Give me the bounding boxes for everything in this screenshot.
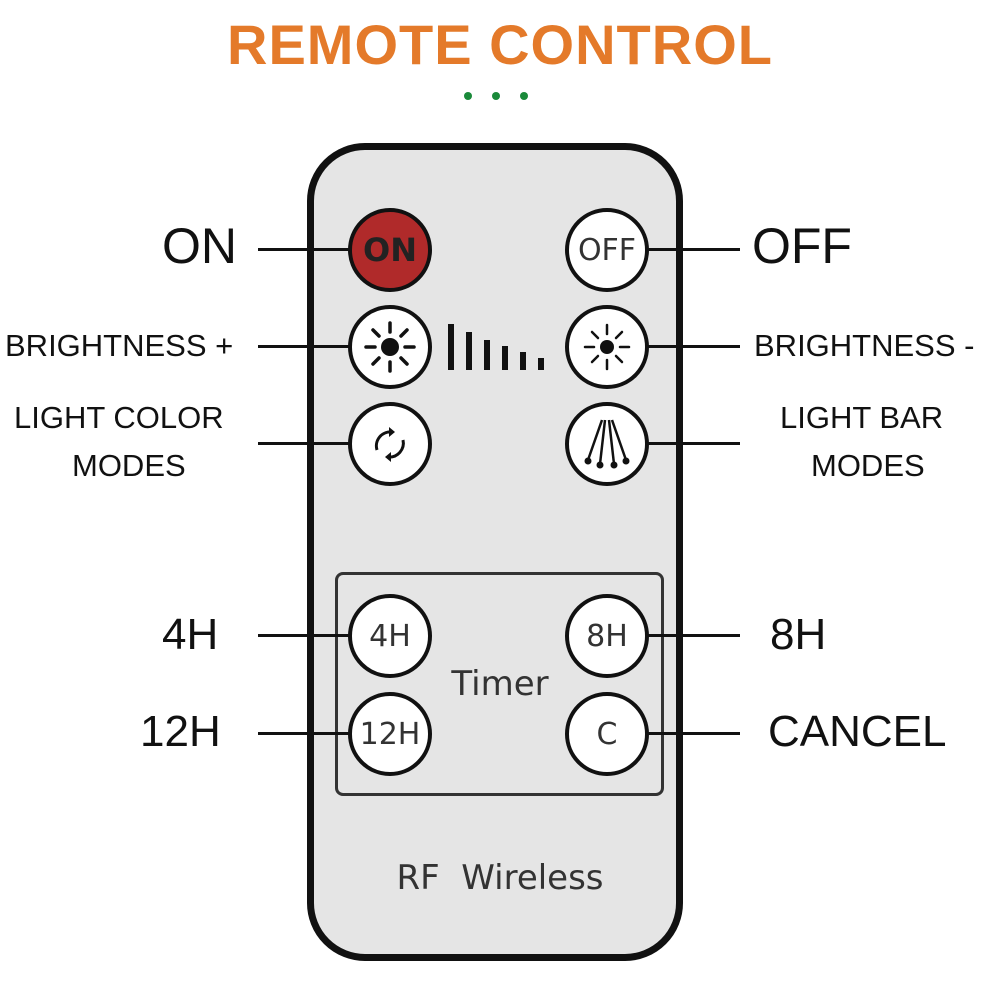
light-bar-label-line1: LIGHT BAR [780,400,944,435]
leader-line [648,634,740,637]
leader-line [648,248,740,251]
leader-line [258,442,350,445]
sun-bold-icon [364,321,416,373]
4h-label: 4H [162,610,219,659]
timer-12h-button[interactable]: 12H [348,692,432,776]
light-bar-modes-button[interactable] [565,402,649,486]
12h-label: 12H [140,707,221,756]
off-button[interactable]: OFF [565,208,649,292]
timer-label: Timer [451,664,549,704]
sun-light-icon [583,323,631,371]
brightness-up-button[interactable] [348,305,432,389]
timer-8h-button[interactable]: 8H [565,594,649,678]
decorative-dots [464,92,536,102]
leader-line [648,345,740,348]
timer-panel [335,572,664,796]
brightness-up-label: BRIGHTNESS + [5,328,234,363]
timer-4h-button[interactable]: 4H [348,594,432,678]
on-button[interactable]: ON [348,208,432,292]
dot [492,92,500,100]
dot [520,92,528,100]
leader-line [258,634,350,637]
brightness-down-button[interactable] [565,305,649,389]
brightness-down-label: BRIGHTNESS - [754,328,975,363]
cycle-arrows-icon [374,427,405,462]
leader-line [648,732,740,735]
light-color-label-line2: MODES [72,448,186,483]
leader-line [258,732,350,735]
on-label: ON [162,218,237,274]
dot [464,92,472,100]
rf-wireless-label: RF Wireless [396,858,604,898]
cancel-label: CANCEL [768,707,947,756]
8h-label: 8H [770,610,827,659]
light-color-modes-button[interactable] [348,402,432,486]
cancel-button[interactable]: C [565,692,649,776]
leader-line [258,345,350,348]
leader-line [648,442,740,445]
brightness-level-icon [448,324,544,370]
off-label: OFF [752,218,852,274]
light-color-label-line1: LIGHT COLOR [14,400,224,435]
page-title: REMOTE CONTROL [227,13,773,76]
light-bar-label-line2: MODES [811,448,925,483]
light-bar-icon [584,419,630,469]
leader-line [258,248,350,251]
